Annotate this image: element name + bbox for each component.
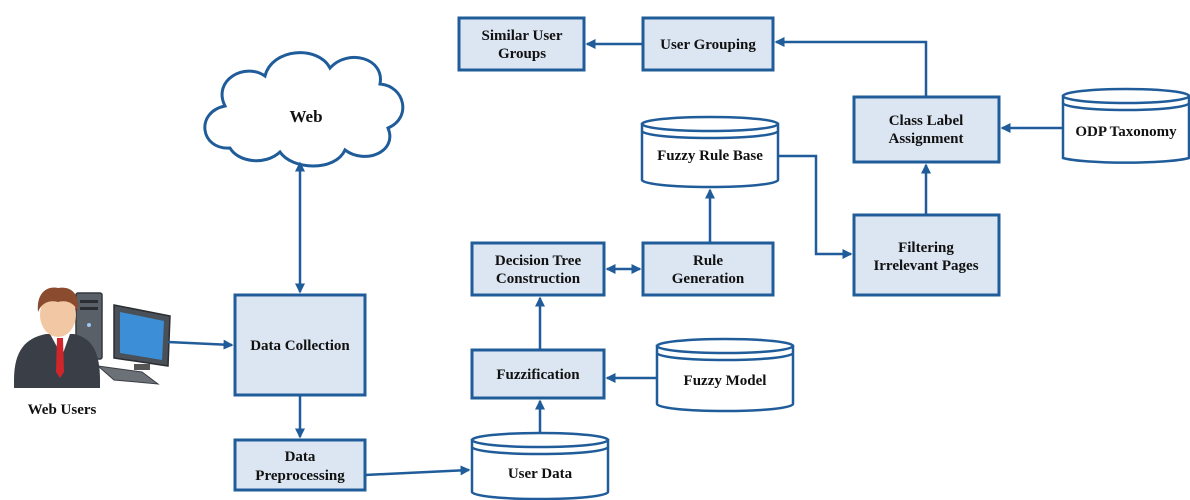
data-collection-label: Data Collection — [250, 338, 350, 354]
class-label-box: Class Label Assignment — [852, 95, 1001, 164]
similar-groups-label-1: Similar User — [482, 28, 563, 44]
rule-generation-label-1: Rule — [693, 253, 723, 269]
decision-tree-box: Decision Tree Construction — [470, 241, 606, 297]
user-grouping-box: User Grouping — [641, 16, 775, 72]
fuzzification-label: Fuzzification — [496, 367, 580, 383]
fuzzification-box: Fuzzification — [470, 348, 606, 400]
preprocessing-userdata-arrow — [364, 465, 471, 477]
decision-tree-label-2: Construction — [496, 271, 581, 287]
filtering-box: Filtering Irrelevant Pages — [852, 213, 1001, 297]
rule-generation-box: Rule Generation — [641, 241, 775, 297]
similar-groups-box: Similar User Groups — [457, 16, 586, 72]
rulebase-filtering-arrow — [778, 154, 853, 259]
class-label-label-2: Assignment — [888, 131, 963, 147]
web-cloud: Web — [203, 51, 405, 168]
data-preprocessing-label-2: Preprocessing — [255, 468, 345, 484]
fuzzy-model-database: Fuzzy Model — [655, 337, 795, 413]
data-preprocessing-box: Data Preprocessing — [233, 438, 367, 492]
fuzzy-rule-base-label: Fuzzy Rule Base — [657, 148, 763, 164]
web-users-label: Web Users — [28, 402, 97, 418]
fuzzy-rule-base-database: Fuzzy Rule Base — [640, 115, 780, 189]
user-data-label: User Data — [508, 466, 573, 482]
users-collection-arrow — [167, 339, 234, 350]
rule-generation-label-2: Generation — [672, 271, 745, 287]
odp-taxonomy-database: ODP Taxonomy — [1061, 87, 1190, 164]
odp-taxonomy-label: ODP Taxonomy — [1075, 124, 1177, 140]
fuzzy-model-label: Fuzzy Model — [684, 373, 767, 389]
filtering-label-2: Irrelevant Pages — [873, 258, 978, 274]
data-collection-box: Data Collection — [233, 293, 367, 397]
similar-groups-label-2: Groups — [498, 46, 546, 62]
class-label-label-1: Class Label — [889, 113, 964, 129]
web-users-icon: Web Users — [14, 287, 171, 418]
filtering-label-1: Filtering — [898, 240, 954, 256]
web-label: Web — [289, 107, 322, 126]
classlabel-grouping-arrow — [774, 37, 928, 97]
data-preprocessing-label-1: Data — [285, 449, 316, 465]
decision-tree-label-1: Decision Tree — [495, 253, 582, 269]
user-grouping-label: User Grouping — [660, 37, 756, 53]
user-data-database: User Data — [470, 431, 610, 500]
